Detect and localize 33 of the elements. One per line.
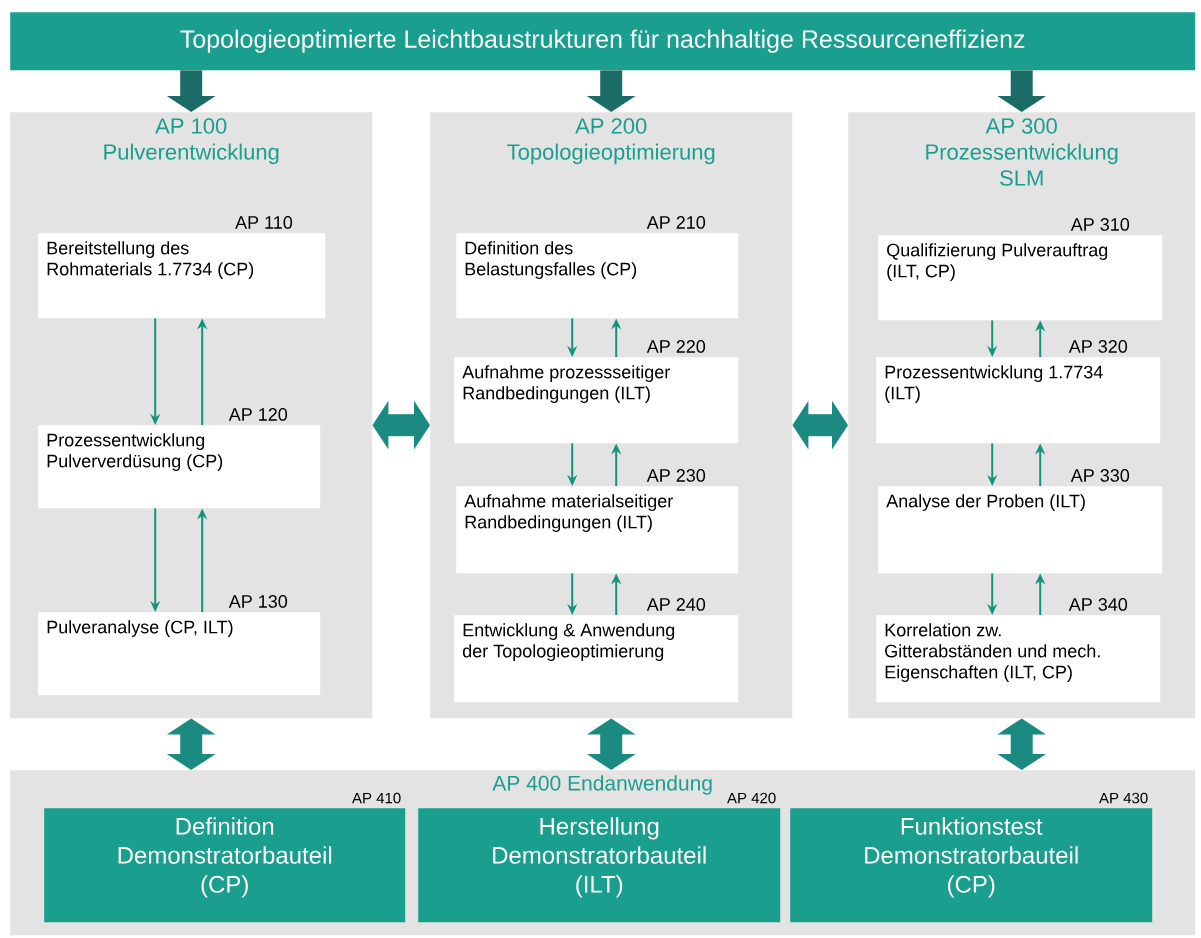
package-number: AP 220 (646, 340, 706, 353)
task-box: Qualifizierung Pulverauftrag (ILT, CP) (878, 235, 1163, 321)
package-number: AP 210 (646, 216, 706, 229)
package-number: AP 110 (235, 216, 293, 229)
node-label: AP 420 (727, 792, 776, 804)
package-number: AP 230 (646, 469, 706, 482)
package-number: AP 130 (228, 595, 288, 608)
task-box: Korrelation zw. Gitterabständen und mech. Eigenschaften (ILT, CP) (876, 615, 1161, 703)
task-box: Pulveranalyse (CP, ILT) (38, 612, 321, 696)
task-box: Bereitstellung des Rohmaterials 1.7734 (CP) (38, 233, 326, 319)
task-box: AP 430 Funktionstest Demonstratorbauteil (CP) (790, 792, 1153, 923)
package-number: AP 120 (228, 408, 288, 421)
title-bar: Topologieoptimierte Leichtbaustrukturen für nachhaltige Ressourceneffizienz (10, 12, 1196, 71)
block-arrow (997, 718, 1047, 770)
package-number: AP 310 (1070, 218, 1130, 231)
block-arrow (372, 400, 430, 450)
package-number: AP 240 (646, 598, 706, 611)
task-box: Aufnahme materialseitiger Randbedingungen (ILT) (456, 486, 739, 574)
task-box: Entwicklung & Anwendung der Topologieoptimierung (454, 615, 739, 703)
task-box: Analyse der Proben (ILT) (878, 486, 1163, 574)
task-box: Prozessentwicklung 1.7734 (ILT) (876, 357, 1161, 444)
node-label: AP 410 (352, 792, 401, 804)
task-box: Aufnahme prozessseitiger Randbedingungen (ILT) (454, 357, 739, 444)
block-arrow (792, 400, 848, 450)
task-box: Definition des Belastungsfalles (CP) (456, 233, 739, 319)
node-label: AP 430 (1099, 792, 1148, 804)
package-number: AP 330 (1070, 469, 1130, 482)
block-arrow (166, 718, 216, 770)
package-number: AP 340 (1068, 598, 1128, 611)
task-box: Prozessentwicklung Pulververdüsung (CP) (38, 425, 321, 509)
task-box: AP 410 Definition Demonstratorbauteil (CP) (44, 792, 406, 923)
package-number: AP 320 (1068, 340, 1128, 353)
block-arrow (586, 718, 636, 770)
